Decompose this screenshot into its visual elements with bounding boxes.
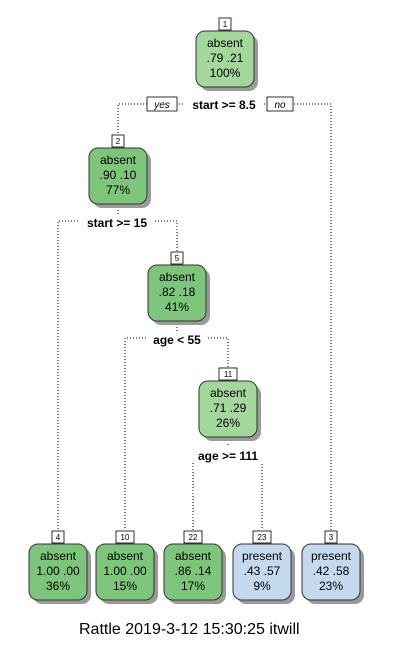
node-number-box bbox=[324, 530, 338, 544]
svg-text:yes: yes bbox=[153, 100, 170, 111]
node-box bbox=[232, 543, 292, 601]
node-number-box bbox=[218, 367, 238, 381]
svg-text:start >= 8.5: start >= 8.5 bbox=[192, 98, 256, 112]
node-box bbox=[147, 264, 207, 322]
node-box bbox=[163, 543, 223, 601]
node-box bbox=[195, 30, 255, 88]
node-box bbox=[28, 543, 88, 601]
branch-yes-label: yes bbox=[146, 96, 178, 112]
node-number: 22 bbox=[189, 533, 198, 542]
node-number-box bbox=[218, 17, 232, 31]
node-class: absent bbox=[100, 153, 137, 167]
split-age-lt-55: age < 55 bbox=[146, 331, 208, 347]
node-percent: 100% bbox=[210, 66, 241, 80]
node-percent: 23% bbox=[319, 579, 343, 593]
node-probabilities: .79 .21 bbox=[207, 51, 244, 65]
node-probabilities: 1.00 .00 bbox=[103, 564, 147, 578]
node-number: 10 bbox=[121, 533, 130, 542]
node-percent: 26% bbox=[216, 416, 240, 430]
node-percent: 36% bbox=[46, 579, 70, 593]
node-box bbox=[88, 147, 148, 205]
node-number-box bbox=[252, 530, 272, 544]
footer-caption: Rattle 2019-3-12 15:30:25 itwill bbox=[79, 621, 300, 638]
node-probabilities: .82 .18 bbox=[159, 285, 196, 299]
node-probabilities: 1.00 .00 bbox=[36, 564, 80, 578]
node-number: 3 bbox=[329, 533, 334, 542]
node-percent: 15% bbox=[113, 579, 137, 593]
node-class: absent bbox=[175, 549, 212, 563]
node-number: 2 bbox=[116, 137, 121, 146]
split-age-ge-111: age >= 111 bbox=[190, 447, 266, 463]
node-box bbox=[198, 380, 258, 438]
node-number-box bbox=[111, 134, 125, 148]
node-number: 1 bbox=[223, 20, 228, 29]
node-number-box bbox=[51, 530, 65, 544]
node-percent: 77% bbox=[106, 183, 130, 197]
node-probabilities: .43 .57 bbox=[244, 564, 281, 578]
node-number-box bbox=[115, 530, 135, 544]
node-box bbox=[95, 543, 155, 601]
svg-text:start >= 15: start >= 15 bbox=[87, 216, 147, 230]
svg-text:no: no bbox=[274, 100, 286, 111]
branch-no-label: no bbox=[266, 96, 294, 112]
node-box bbox=[301, 543, 361, 601]
node-number: 23 bbox=[258, 533, 267, 542]
node-class: absent bbox=[207, 36, 244, 50]
node-probabilities: .86 .14 bbox=[175, 564, 212, 578]
node-number-box bbox=[183, 530, 203, 544]
node-class: present bbox=[311, 549, 352, 563]
split-start-8-5: start >= 8.5 bbox=[184, 96, 264, 112]
node-class: absent bbox=[40, 549, 77, 563]
node-probabilities: .71 .29 bbox=[210, 401, 247, 415]
node-class: present bbox=[242, 549, 283, 563]
node-class: absent bbox=[159, 270, 196, 284]
node-number-box bbox=[170, 251, 184, 265]
node-probabilities: .90 .10 bbox=[100, 168, 137, 182]
node-percent: 41% bbox=[165, 300, 189, 314]
node-percent: 17% bbox=[181, 579, 205, 593]
svg-text:age >= 111: age >= 111 bbox=[198, 449, 258, 463]
node-class: absent bbox=[210, 386, 247, 400]
node-probabilities: .42 .58 bbox=[313, 564, 350, 578]
node-class: absent bbox=[107, 549, 144, 563]
split-start-15: start >= 15 bbox=[80, 214, 154, 230]
node-percent: 9% bbox=[253, 579, 271, 593]
node-number: 11 bbox=[224, 370, 233, 379]
node-number: 5 bbox=[175, 254, 180, 263]
tree-node-23: 23 present.43 .579% bbox=[232, 530, 295, 604]
svg-text:age < 55: age < 55 bbox=[153, 333, 201, 347]
node-number: 4 bbox=[56, 533, 61, 542]
